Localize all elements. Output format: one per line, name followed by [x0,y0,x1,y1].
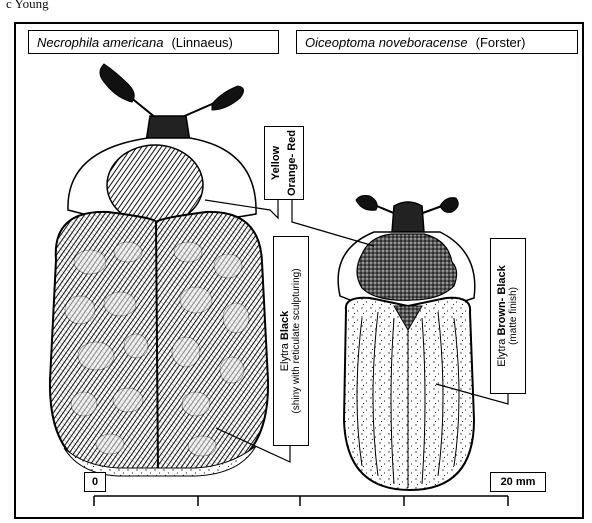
elytra-note: (matte finish) [508,265,520,366]
elytra-note: (shiny with reticulate sculpturing) [291,268,303,413]
head [392,202,424,232]
label-elytra-brown-black: Elytra Brown- Black (matte finish) [490,238,526,394]
scale-end-label: 20 mm [490,472,546,492]
antenna-right [420,206,442,214]
oiceoptoma-beetle [338,196,475,491]
label-yellow-orange-red: Yellow Orange- Red [264,126,304,200]
pronotum-disc [357,234,457,300]
antenna-club-left [356,196,377,211]
label-elytra-black-text: Elytra Black (shiny with reticulate scul… [279,268,303,413]
label-yellow: Yellow [270,146,282,180]
label-orange-red: Orange- Red [286,130,298,196]
antenna-club-right [212,86,244,110]
elytra-prefix: Elytra [279,340,291,371]
antenna-club-left [100,64,134,102]
necrophila-beetle [50,64,268,476]
scale-bar [94,496,508,506]
antenna-club-right [440,198,458,213]
label-elytra-black: Elytra Black (shiny with reticulate scul… [273,236,309,446]
scale-start-label: 0 [84,472,106,492]
elytra-color: Brown- Black [496,265,508,335]
elytra-color: Black [279,311,291,340]
label-elytra-brown-text: Elytra Brown- Black (matte finish) [496,265,520,366]
elytra-prefix: Elytra [496,336,508,367]
